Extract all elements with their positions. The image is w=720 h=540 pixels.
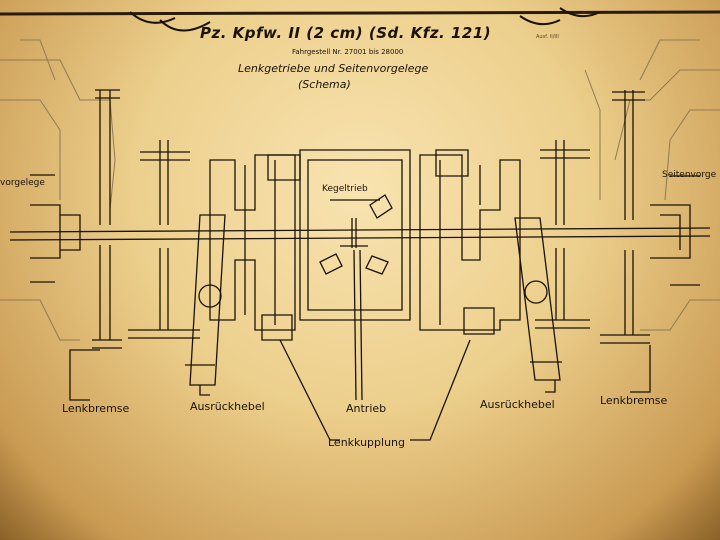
subtitle-line1: Lenkgetriebe und Seitenvorgelege	[238, 62, 429, 75]
hanging-cord-left	[129, 11, 211, 32]
faded-outline	[0, 39, 720, 341]
label-lenkbremse-right: Lenkbremse	[600, 394, 668, 407]
chassis-numbers: Fahrgestell Nr. 27001 bis 28000	[292, 48, 404, 56]
label-seitenvorgelege-right: Seitenvorge	[662, 170, 717, 180]
subtitle-line2: (Schema)	[298, 78, 351, 91]
poster-title: Pz. Kpfw. II (2 cm) (Sd. Kfz. 121)	[200, 24, 492, 42]
label-lenkkupplung: Lenkkupplung	[328, 436, 405, 449]
label-seitenvorgelege-left: vorgelege	[0, 178, 45, 188]
schematic-lines	[9, 89, 711, 441]
hanging-cord-right	[519, 7, 601, 26]
label-kegeltrieb: Kegeltrieb	[322, 184, 368, 194]
label-antrieb: Antrieb	[346, 402, 387, 415]
corner-note: Ausf. II/III	[536, 34, 559, 40]
top-rod	[0, 10, 720, 16]
label-ausrueckhebel-right: Ausrückhebel	[480, 398, 555, 411]
label-lenkbremse-left: Lenkbremse	[62, 402, 130, 415]
label-ausrueckhebel-left: Ausrückhebel	[190, 400, 265, 413]
